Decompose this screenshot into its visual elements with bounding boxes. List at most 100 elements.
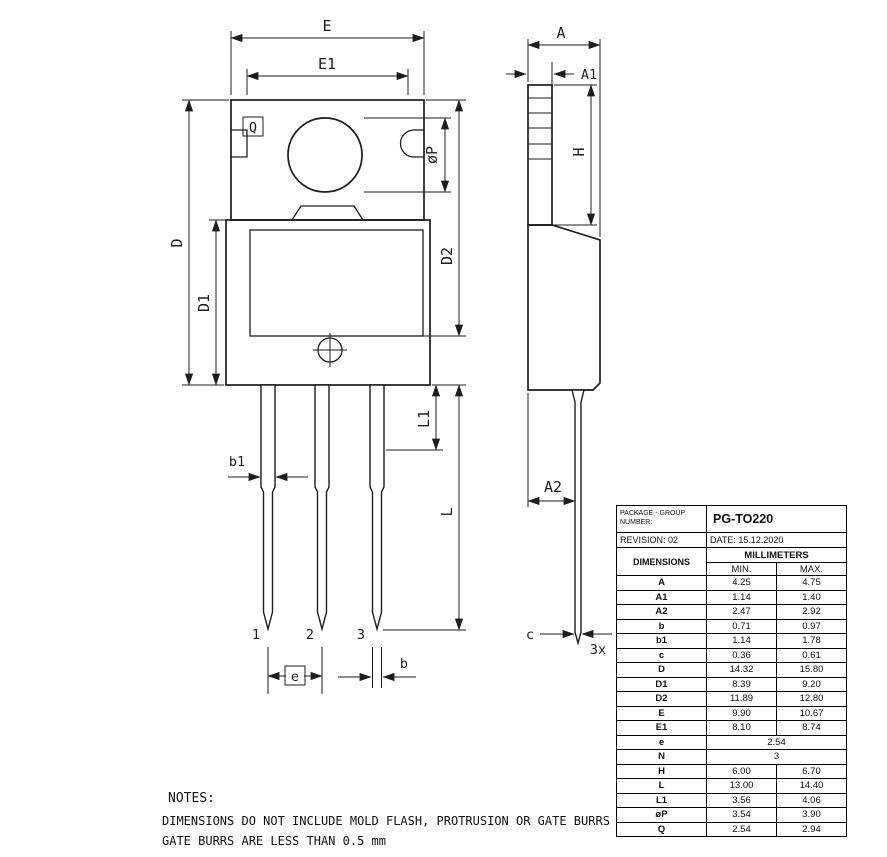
notes-line-2: GATE BURRS ARE LESS THAN 0.5 mm (162, 834, 386, 849)
dimension-max: 1.78 (776, 633, 847, 649)
body-dimple-cross (313, 333, 347, 367)
dimension-symbol: D (616, 662, 707, 678)
body-inner-recess (249, 229, 424, 337)
dimension-symbol: A1 (616, 589, 707, 605)
dimension-max: 4.75 (776, 575, 847, 591)
dimension-symbol: E1 (616, 720, 707, 736)
dim-A: A (527, 24, 601, 237)
pin-number-1: 1 (252, 627, 260, 643)
dimension-max: 1.40 (776, 589, 847, 605)
dim-label-e: e (291, 669, 299, 685)
dimension-table: PACKAGE - GROUP NUMBER: PG-TO220 REVISIO… (616, 505, 847, 837)
dim-label-c: c (526, 627, 534, 643)
dim-label-D: D (168, 238, 186, 247)
dimension-min: 6.00 (706, 763, 777, 779)
dimension-symbol: H (616, 763, 707, 779)
dimension-min: 8.10 (706, 720, 777, 736)
notes: NOTES: DIMENSIONS DO NOT INCLUDE MOLD FL… (162, 791, 610, 852)
dimension-symbol: A (616, 575, 707, 591)
dim-E: E (230, 17, 425, 95)
dimension-max: 8.74 (776, 720, 847, 736)
dim-E1: E1 (246, 55, 409, 95)
dimension-max: 2.92 (776, 604, 847, 620)
dimension-min: 13.00 (706, 778, 777, 794)
tab-right-notch (399, 129, 424, 158)
dimension-symbol: A2 (616, 604, 707, 620)
package-name: PG-TO220 (706, 505, 847, 533)
dimension-min: 8.39 (706, 676, 777, 692)
dim-label-b1: b1 (229, 454, 245, 470)
dim-label-D2: D2 (438, 247, 456, 265)
dim-Q: Q (242, 116, 264, 137)
dimension-symbol: b (616, 618, 707, 634)
dimension-min: 0.36 (706, 647, 777, 663)
pin-3 (369, 384, 385, 632)
dim-label-D1: D1 (195, 294, 213, 312)
dimension-max: 6.70 (776, 763, 847, 779)
dim-D2: D2 (423, 99, 466, 337)
package-group-label-line1: PACKAGE - GROUP (620, 510, 686, 518)
dimensions-header: DIMENSIONS (616, 547, 707, 576)
dimension-max: 0.97 (776, 618, 847, 634)
dimension-min: 4.25 (706, 575, 777, 591)
dimension-symbol: e (616, 734, 707, 750)
dimension-symbol: N (616, 749, 707, 765)
dimension-symbol: D1 (616, 676, 707, 692)
dim-e: e (267, 647, 323, 694)
dimension-min: 2.47 (706, 604, 777, 620)
dim-label-A: A (556, 24, 565, 42)
dimension-symbol: E (616, 705, 707, 721)
dimension-symbol: L (616, 778, 707, 794)
dimension-max: 12.80 (776, 691, 847, 707)
dim-label-phiP: øP (423, 146, 441, 164)
side-tab-outline (527, 84, 553, 226)
dimension-max: 14.40 (776, 778, 847, 794)
dimension-max: 2.94 (776, 821, 847, 837)
dim-D1: D1 (195, 219, 226, 386)
dim-L: L (383, 384, 466, 631)
millimeters-header: MILLIMETERS (706, 547, 847, 563)
dimension-symbol: Q (616, 821, 707, 837)
dim-b: b (338, 647, 416, 688)
dim-label-E: E (322, 17, 331, 35)
dimension-max: 10.67 (776, 705, 847, 721)
dimension-max: 4.06 (776, 792, 847, 808)
dimension-symbol: L1 (616, 792, 707, 808)
dimension-max: 9.20 (776, 676, 847, 692)
dim-c: c (526, 627, 612, 643)
dimension-min: 0.71 (706, 618, 777, 634)
dimension-max: 3.90 (776, 807, 847, 823)
front-view: E E1 Q øP D (168, 17, 466, 694)
package-group-label: PACKAGE - GROUP NUMBER: (616, 505, 707, 533)
dimension-min: 2.54 (706, 821, 777, 837)
revision-label: REVISION: 02 (616, 532, 707, 548)
side-tab-detail-lines (528, 97, 552, 160)
dimension-value: 3 (706, 749, 847, 765)
pin-2 (314, 384, 330, 632)
dim-label-Q: Q (249, 120, 257, 136)
dimension-value: 2.54 (706, 734, 847, 750)
dim-label-A2: A2 (544, 478, 562, 496)
dimension-max: 15.80 (776, 662, 847, 678)
notes-line-1: DIMENSIONS DO NOT INCLUDE MOLD FLASH, PR… (162, 814, 610, 828)
dim-phiP: øP (364, 117, 451, 193)
dimension-min: 3.54 (706, 807, 777, 823)
dimension-min: 14.32 (706, 662, 777, 678)
side-body-outline (527, 224, 601, 391)
pin-number-2: 2 (306, 627, 314, 643)
